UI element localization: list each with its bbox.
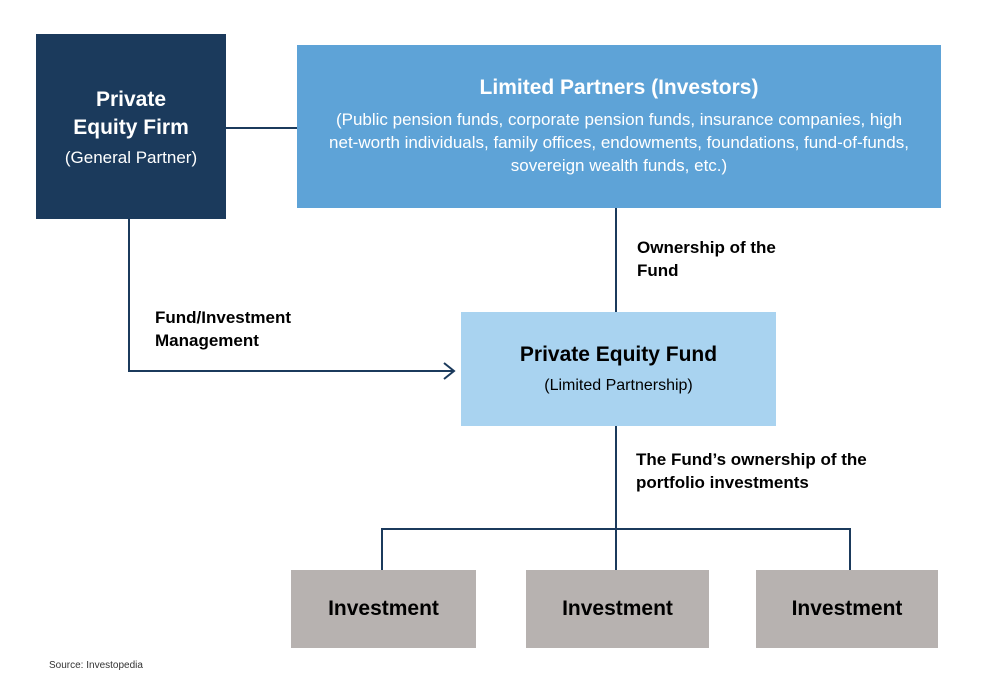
investment-box: Investment	[756, 570, 938, 648]
fund-management-label: Fund/Investment Management	[155, 308, 292, 350]
connector-firm-to-lp	[226, 127, 297, 129]
source-caption: Source: Investopedia	[49, 660, 143, 671]
investment-label: Investment	[328, 597, 439, 620]
arrowhead-icon	[443, 362, 456, 380]
investment-box: Investment	[291, 570, 476, 648]
limited-partners-box: Limited Partners (Investors) (Public pen…	[297, 45, 941, 208]
connector-firm-down	[128, 219, 130, 372]
pe-firm-subtitle: (General Partner)	[64, 147, 198, 167]
portfolio-ownership-label: The Fund’s ownership of the portfolio in…	[636, 450, 867, 492]
ownership-of-fund-label: Ownership of the Fund	[637, 238, 776, 280]
limited-partners-description: (Public pension funds, corporate pension…	[329, 110, 909, 175]
private-equity-fund-box: Private Equity Fund (Limited Partnership…	[461, 312, 776, 426]
connector-firm-to-fund	[128, 370, 453, 372]
connector-lp-to-fund	[615, 208, 617, 312]
fund-title: Private Equity Fund	[519, 343, 718, 366]
connector-investment-3	[849, 528, 851, 570]
limited-partners-title: Limited Partners (Investors)	[479, 76, 759, 99]
investment-box: Investment	[526, 570, 709, 648]
private-equity-firm-box: Private Equity Firm (General Partner)	[36, 34, 226, 219]
investment-label: Investment	[791, 597, 903, 620]
investment-label: Investment	[562, 597, 673, 620]
fund-subtitle: (Limited Partnership)	[544, 377, 693, 394]
connector-investment-1	[381, 528, 383, 570]
connector-fund-down	[615, 426, 617, 570]
pe-firm-title: Private Equity Firm	[73, 87, 189, 139]
connector-investments-bar	[381, 528, 851, 530]
